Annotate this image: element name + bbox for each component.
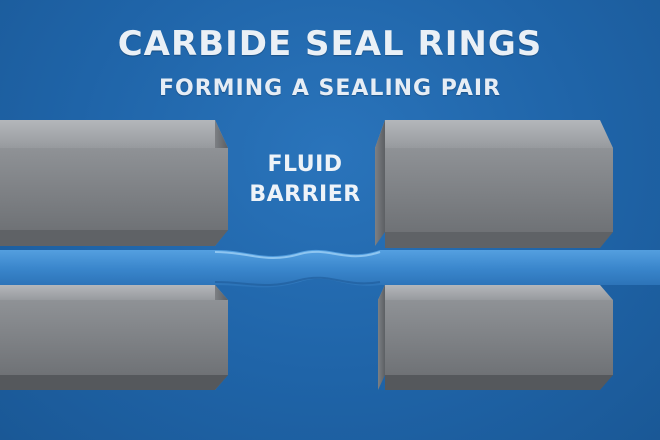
diagram-title: CARBIDE SEAL RINGS [117, 24, 543, 64]
lower-right-seal-ring [378, 285, 613, 390]
fluid-barrier-label: FLUID BARRIER [240, 150, 370, 210]
upper-left-seal-ring [0, 120, 228, 246]
diagram-subtitle: FORMING A SEALING PAIR [158, 76, 502, 101]
upper-right-seal-ring [375, 120, 613, 248]
fluid-barrier-label-line2: BARRIER [249, 182, 361, 207]
lower-left-seal-ring [0, 285, 228, 390]
fluid-film [0, 249, 660, 288]
fluid-barrier-label-line1: FLUID [267, 152, 343, 177]
